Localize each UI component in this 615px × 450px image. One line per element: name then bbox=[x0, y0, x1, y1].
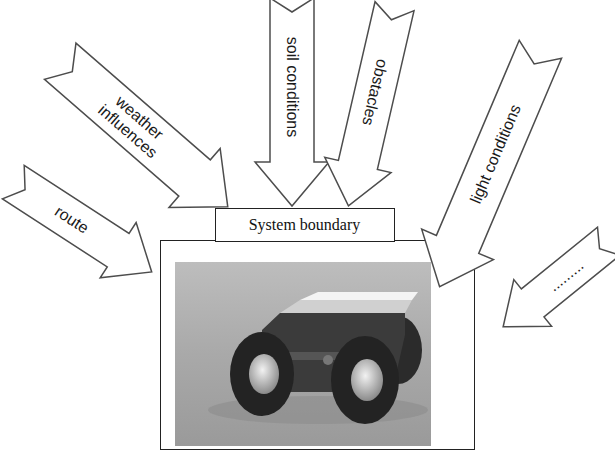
arrow-shape bbox=[0, 154, 170, 299]
arrow-label: soil conditions bbox=[283, 37, 301, 138]
arrow-label: route bbox=[52, 203, 92, 238]
input-arrow: route bbox=[0, 154, 171, 301]
system-boundary-box: System boundary bbox=[160, 240, 475, 450]
arrow-text-group: weather influences bbox=[60, 56, 208, 193]
arrow-label: weather influences bbox=[87, 81, 180, 169]
robot-top-plate bbox=[300, 292, 418, 300]
robot-hub bbox=[351, 359, 383, 401]
input-arrow: obstacles bbox=[314, 0, 428, 214]
input-arrow: soil conditions bbox=[254, 0, 330, 206]
arrow-text-group: obstacles bbox=[339, 19, 410, 165]
arrow-shape bbox=[484, 218, 615, 350]
arrow-label: ......... bbox=[545, 256, 587, 295]
arrow-text-group: soil conditions bbox=[270, 16, 314, 158]
arrow-shape bbox=[35, 32, 254, 237]
arrow-text-group: light conditions bbox=[438, 59, 554, 250]
input-arrow: ......... bbox=[483, 217, 615, 351]
arrow-shape bbox=[255, 0, 329, 206]
robot-hub bbox=[249, 354, 279, 394]
photo-ground bbox=[175, 262, 431, 446]
robot-top-edge bbox=[280, 300, 412, 313]
arrow-shape bbox=[404, 34, 577, 302]
arrow-label: obstacles bbox=[358, 58, 391, 128]
arrow-label: light conditions bbox=[467, 102, 525, 206]
robot-bolt bbox=[323, 355, 333, 365]
robot-wheel bbox=[331, 336, 399, 424]
boundary-label: System boundary bbox=[215, 208, 395, 242]
input-arrow: light conditions bbox=[403, 34, 577, 303]
robot-wheel bbox=[230, 332, 294, 416]
arrow-shape bbox=[315, 0, 427, 214]
arrow-text-group: route bbox=[18, 175, 126, 265]
